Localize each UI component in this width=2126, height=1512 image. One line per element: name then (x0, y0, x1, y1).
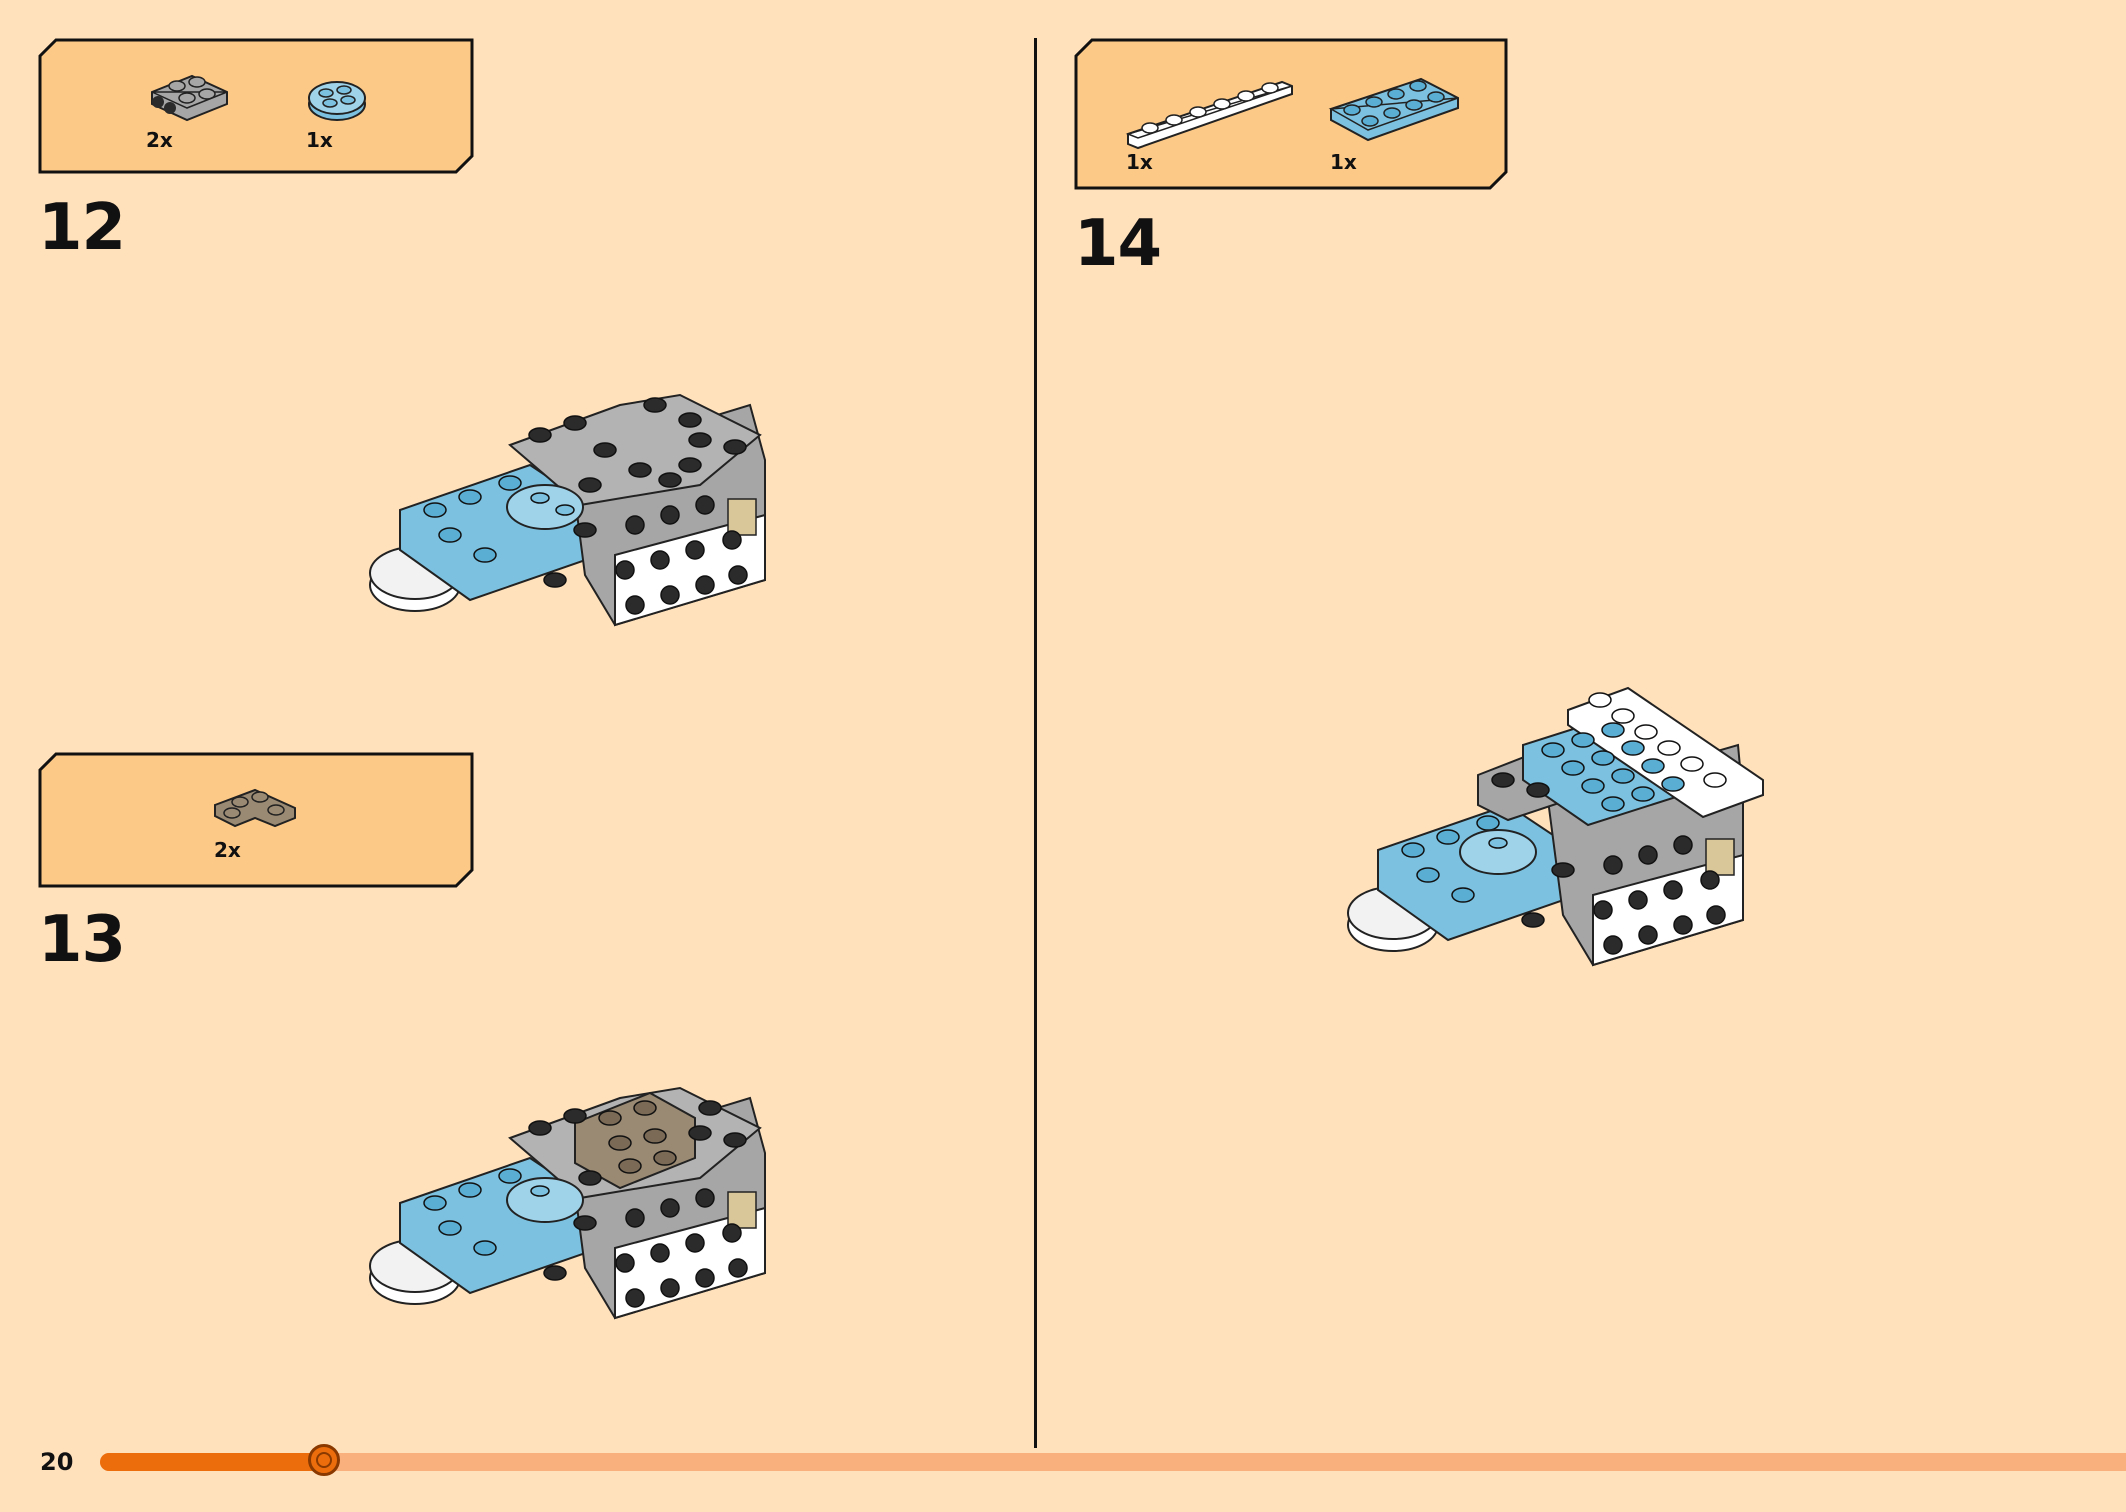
parts-box-frame (38, 38, 474, 174)
parts-box-frame (38, 752, 474, 888)
page-divider (1034, 38, 1037, 1448)
progress-knob (308, 1444, 340, 1476)
light-blue-round-plate-2x2-icon (308, 81, 366, 121)
part-qty: 2x (214, 838, 241, 862)
gray-plate-2x2-with-pins-icon (151, 74, 228, 122)
parts-box-step-12: 2x 1x (38, 38, 474, 174)
tan-corner-plate-2x2-icon (214, 788, 296, 828)
step-12-model-illustration (369, 393, 766, 627)
progress-fill (100, 1453, 324, 1471)
step-number: 14 (1074, 207, 1162, 281)
part-qty: 1x (306, 128, 333, 152)
step-number: 13 (38, 903, 126, 977)
step-number: 12 (38, 191, 126, 265)
white-plate-1x6-icon (1125, 80, 1293, 150)
part-qty: 2x (146, 128, 173, 152)
part-qty: 1x (1126, 150, 1153, 174)
page-number: 20 (40, 1448, 74, 1476)
light-blue-plate-2x4-icon (1328, 77, 1459, 142)
part-qty: 1x (1330, 150, 1357, 174)
parts-box-step-14: 1x 1x (1074, 38, 1508, 190)
parts-box-step-13: 2x (38, 752, 474, 888)
progress-track (100, 1453, 2126, 1471)
parts-box-frame (1074, 38, 1508, 190)
step-14-model-illustration (1347, 686, 1764, 967)
step-13-model-illustration (369, 1086, 766, 1320)
